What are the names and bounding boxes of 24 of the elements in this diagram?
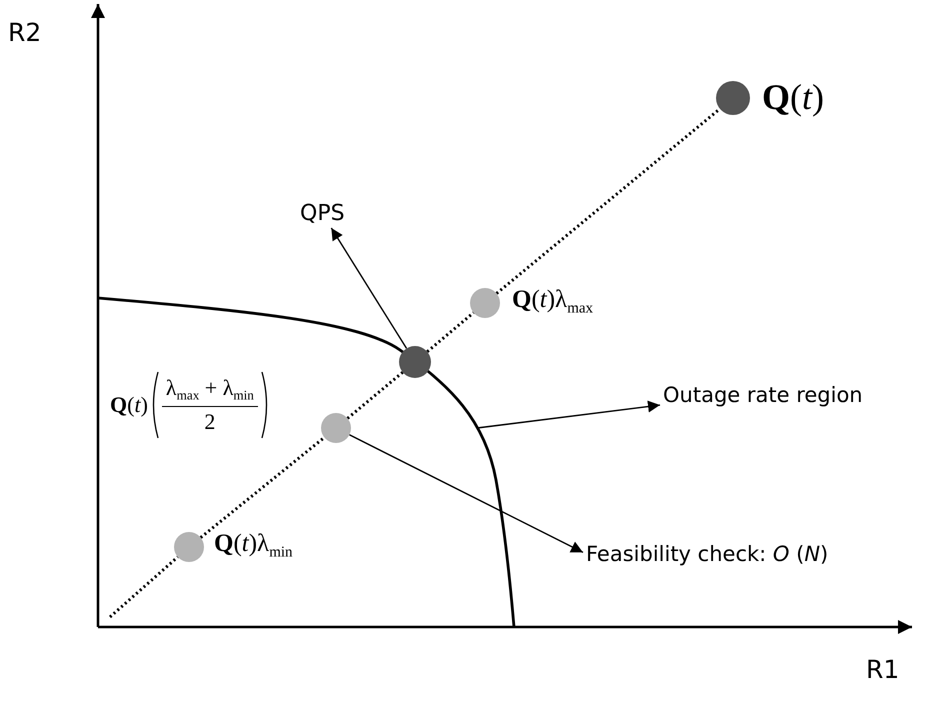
point-label: Q(t) [762,76,824,118]
arrow [349,434,584,553]
annotation-text: QPS [297,199,348,228]
dotted-line [346,371,404,420]
axis-label: R1 [866,655,900,684]
point-marker [399,346,431,378]
arrow [330,228,408,349]
point-marker [321,413,351,443]
dotted-line [426,312,474,353]
point-label: Q(t)λ$_{max}$ [512,286,594,318]
axis-label: R2 [8,18,42,47]
point-marker [174,532,204,562]
fraction-numerator: λ$_{max}$ + λ$_{min}$ [162,375,258,407]
formula-label: Q(t) [110,392,148,418]
dotted-line [109,556,179,618]
point-marker [470,288,500,318]
annotation-text: Outage rate region [660,381,866,409]
fraction-denominator: 2 [204,408,216,435]
point-label: Q(t)λ$_{min}$ [214,530,293,562]
annotation-text: Feasibility check: O (N) [583,540,832,568]
arrow [476,400,660,429]
dotted-line [200,436,326,539]
dotted-line [496,108,721,295]
point-marker [716,81,750,115]
